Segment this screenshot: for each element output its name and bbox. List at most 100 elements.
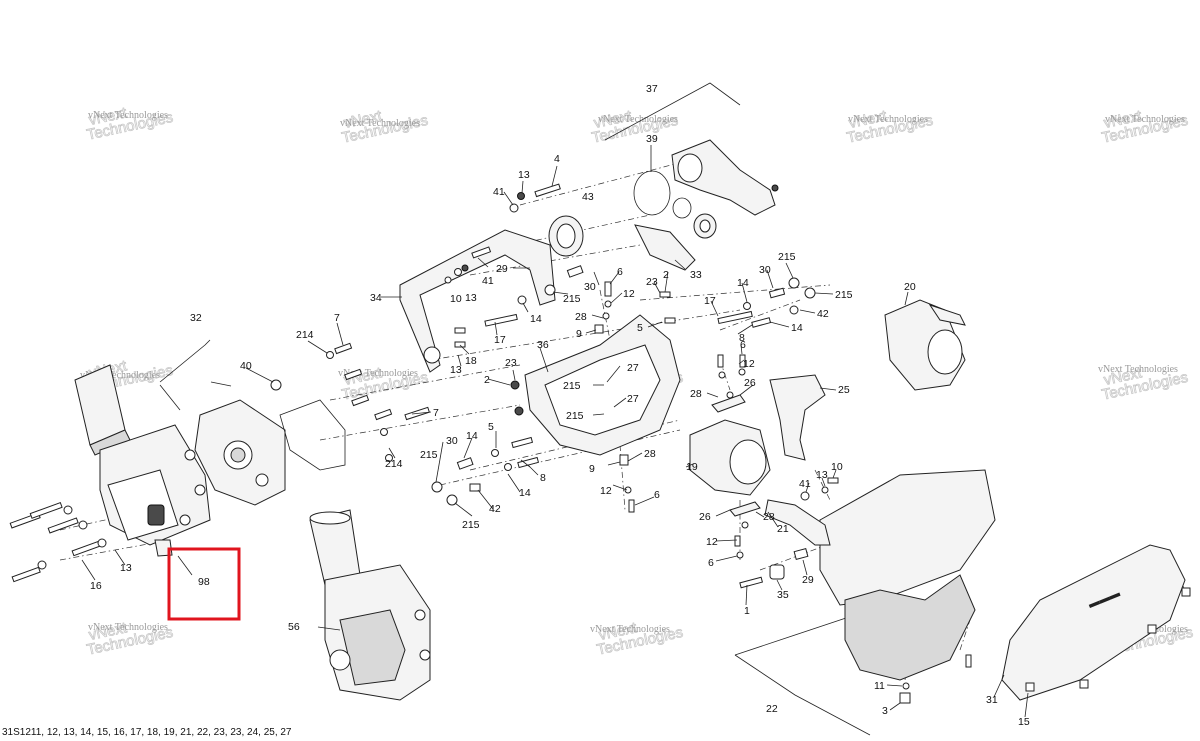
watermark: vNext Technologies	[598, 114, 678, 125]
watermark: vNext Technologies	[1098, 364, 1178, 375]
callout-5: 5	[637, 322, 643, 334]
callout-31: 31	[986, 694, 998, 706]
callout-1: 1	[744, 605, 750, 617]
callout-36: 36	[537, 339, 549, 351]
callout-23: 23	[505, 357, 517, 369]
callout-17: 17	[704, 295, 716, 307]
callout-35: 35	[777, 589, 789, 601]
deflector-bracket	[769, 374, 826, 461]
callout-42: 42	[817, 308, 829, 320]
callout-7: 7	[433, 407, 439, 419]
callout-41: 41	[482, 275, 494, 287]
callout-13: 13	[450, 364, 462, 376]
callout-30: 30	[584, 281, 596, 293]
swing-arm	[671, 139, 779, 216]
callout-28: 28	[763, 511, 775, 523]
callout-12: 12	[706, 536, 718, 548]
callout-13: 13	[816, 469, 828, 481]
callout-26: 26	[699, 511, 711, 523]
callout-214: 214	[385, 458, 403, 470]
callout-18: 18	[465, 355, 477, 367]
callout-42: 42	[489, 503, 501, 515]
callout-28: 28	[644, 448, 656, 460]
callout-27: 27	[627, 393, 639, 405]
highlight-box[interactable]	[167, 547, 241, 621]
callout-6: 6	[654, 489, 660, 501]
callout-20: 20	[904, 281, 916, 293]
washer	[270, 379, 282, 391]
callout-14: 14	[466, 430, 478, 442]
callout-215: 215	[563, 380, 581, 392]
callout-3: 3	[882, 705, 888, 717]
watermark: vNext Technologies	[88, 110, 168, 121]
callout-14: 14	[737, 277, 749, 289]
footer-reference: 31S1211, 12, 13, 14, 15, 16, 17, 18, 19,…	[2, 727, 292, 738]
callout-29: 29	[496, 263, 508, 275]
callout-43: 43	[582, 191, 594, 203]
callout-214: 214	[296, 329, 314, 341]
callout-11: 11	[874, 680, 885, 692]
callout-56: 56	[288, 621, 300, 633]
gearbox-assembly-left	[74, 364, 211, 557]
callout-2: 2	[484, 374, 490, 386]
callout-33: 33	[690, 269, 702, 281]
callout-2: 2	[663, 269, 669, 281]
callout-29: 29	[802, 574, 814, 586]
callout-32: 32	[190, 312, 202, 324]
watermark: vNext Technologies	[340, 118, 420, 129]
callout-7: 7	[334, 312, 340, 324]
callout-25: 25	[838, 384, 850, 396]
watermark: vNext Technologies	[80, 370, 160, 381]
callout-labels: 37 39 4 13 41 43 32 34 7 214 40 29 41 10…	[90, 83, 1030, 728]
callout-23: 23	[646, 276, 658, 288]
venturi	[689, 419, 771, 496]
callout-19: 19	[686, 461, 698, 473]
callout-12: 12	[743, 358, 755, 370]
callout-34: 34	[370, 292, 382, 304]
callout-8: 8	[739, 332, 745, 344]
callout-16: 16	[90, 580, 102, 592]
callout-215: 215	[566, 410, 584, 422]
callout-15: 15	[1018, 716, 1030, 728]
callout-37: 37	[646, 83, 658, 95]
arm	[764, 499, 831, 546]
gearbox-assembly-lower	[309, 509, 431, 701]
callout-12: 12	[623, 288, 635, 300]
leader-lines	[81, 145, 1029, 718]
parts: ▬▬▬	[74, 139, 1186, 701]
callout-21: 21	[777, 523, 789, 535]
nozzle	[884, 299, 966, 391]
callout-12: 12	[600, 485, 612, 497]
watermark: vNext Technologies	[590, 624, 670, 635]
callout-40: 40	[240, 360, 252, 372]
callout-14: 14	[530, 313, 542, 325]
watermark: vNext Technologies	[338, 368, 418, 379]
callout-14: 14	[519, 487, 531, 499]
watermark: vNext Technologies	[88, 622, 168, 633]
callout-41: 41	[493, 186, 505, 198]
callout-5: 5	[488, 421, 494, 433]
callout-13: 13	[465, 292, 477, 304]
callout-30: 30	[759, 264, 771, 276]
watermark: vNext Technologies	[1105, 114, 1185, 125]
callout-215: 215	[835, 289, 853, 301]
watermark: vNext Technologies	[848, 114, 928, 125]
callout-27: 27	[627, 362, 639, 374]
callout-6: 6	[708, 557, 714, 569]
link-arm	[634, 224, 696, 271]
callout-215: 215	[462, 519, 480, 531]
callout-39: 39	[646, 133, 658, 145]
callout-215: 215	[778, 251, 796, 263]
callout-30: 30	[446, 435, 458, 447]
highlighted-callout[interactable]: 98	[167, 547, 241, 621]
gasket	[279, 399, 346, 471]
callout-28: 28	[690, 388, 702, 400]
callout-17: 17	[494, 334, 506, 346]
callout-26: 26	[744, 377, 756, 389]
callout-22: 22	[766, 703, 778, 715]
callout-10: 10	[831, 461, 843, 473]
callout-10: 10	[450, 293, 462, 305]
mounting-frame	[399, 229, 556, 373]
callout-98: 98	[198, 576, 210, 588]
